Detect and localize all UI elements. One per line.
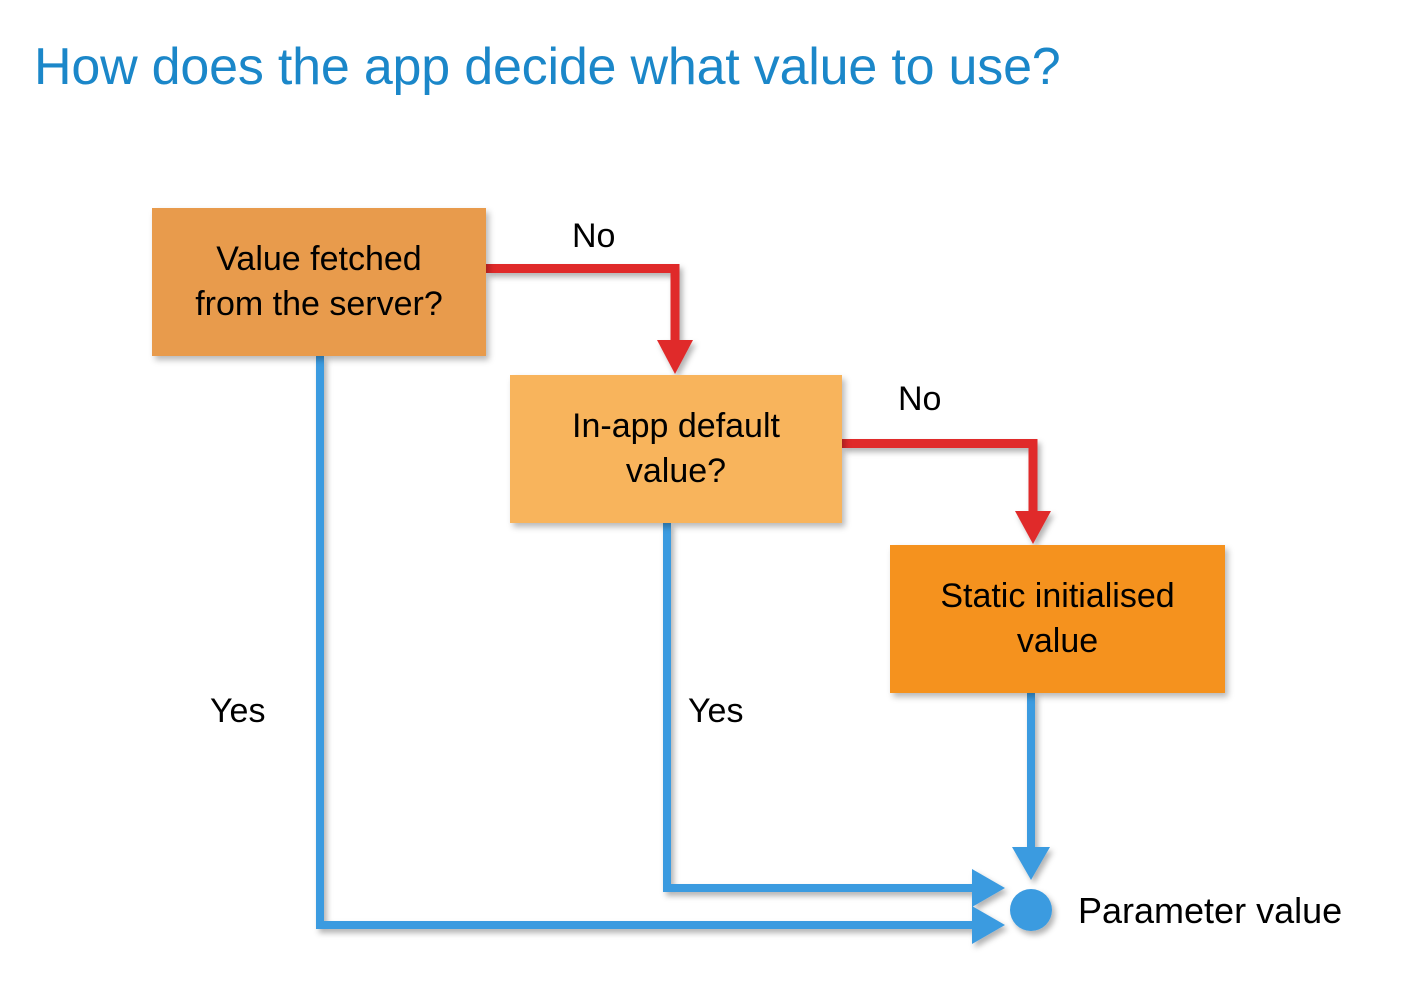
terminal-box-static-initialised-value[interactable]: Static initialised value [890,545,1225,693]
edge-label-yes-inapp: Yes [688,692,744,730]
edge-label-no-inapp: No [898,380,942,418]
edge-label-yes-server: Yes [210,692,266,730]
static-label-line1: Static initialised [940,577,1175,615]
server-label-line1: Value fetched [216,240,422,278]
decision-box-in-app-default-value[interactable]: In-app default value? [510,375,842,523]
page-title: How does the app decide what value to us… [34,38,1061,96]
static-label-line2: value [1016,622,1099,660]
edge-server-to-inapp-no [486,264,693,374]
inapp-label-line2: value? [625,452,727,490]
edge-inapp-to-static-no [842,439,1051,544]
edge-static-to-parameter [1012,693,1050,880]
decision-box-server-label: Value fetched from the server? [195,237,443,327]
decision-box-inapp-label: In-app default value? [572,404,780,494]
decision-box-value-fetched-from-server[interactable]: Value fetched from the server? [152,208,486,356]
terminal-box-static-label: Static initialised value [940,574,1174,664]
parameter-value-label: Parameter value [1078,890,1343,931]
server-label-line2: from the server? [195,285,443,323]
inapp-label-line1: In-app default [572,407,780,445]
parameter-value-node [1010,889,1052,931]
edge-label-no-server: No [572,217,616,255]
